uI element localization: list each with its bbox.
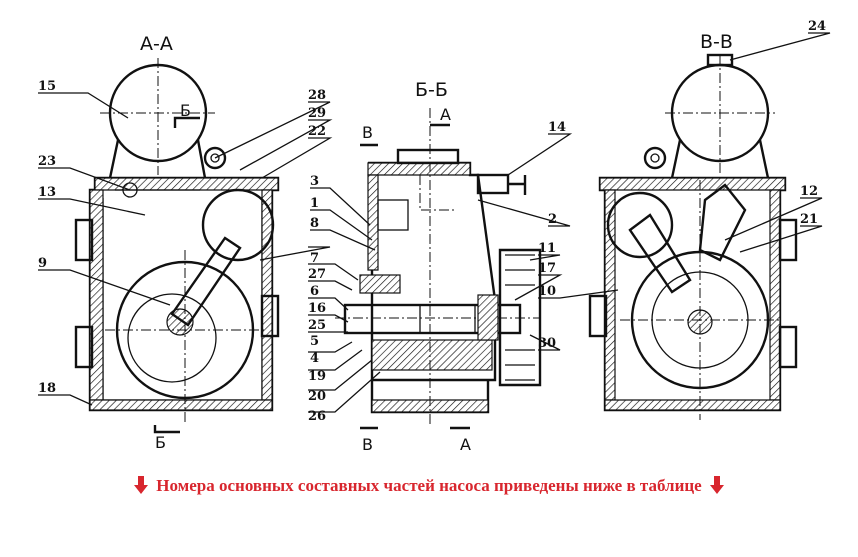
callout-labels: 15 23 13 9 18 28 29 22 3 1 8 7 27 6 16 2… bbox=[38, 19, 826, 424]
cut-mark-a-bottom: А bbox=[460, 435, 471, 454]
cut-mark-b-top: Б bbox=[180, 101, 191, 120]
callout-8: 8 bbox=[310, 216, 319, 231]
cut-mark-a-top: А bbox=[440, 105, 451, 124]
callout-19: 19 bbox=[308, 369, 326, 384]
callout-2: 2 bbox=[548, 212, 557, 227]
callout-13: 13 bbox=[38, 185, 56, 200]
callout-22: 22 bbox=[308, 124, 326, 139]
section-title-b-b: Б-Б bbox=[415, 79, 448, 101]
cut-mark-b-bottom: Б bbox=[155, 433, 166, 452]
callout-25: 25 bbox=[308, 318, 326, 333]
callout-14: 14 bbox=[548, 120, 566, 135]
callout-20: 20 bbox=[308, 389, 326, 404]
callout-3: 3 bbox=[310, 174, 319, 189]
caption-text: Номера основных составных частей насоса … bbox=[156, 476, 702, 495]
view-section-a-a: А-А Б bbox=[74, 33, 280, 452]
callout-30: 30 bbox=[538, 336, 556, 351]
arrow-down-icon bbox=[134, 476, 149, 494]
callout-12: 12 bbox=[800, 184, 818, 199]
caption-note: Номера основных составных частей насоса … bbox=[0, 476, 858, 496]
section-title-a-a: А-А bbox=[140, 33, 173, 55]
callout-10: 10 bbox=[538, 284, 556, 299]
callout-11: 11 bbox=[538, 241, 556, 256]
callout-28: 28 bbox=[308, 88, 326, 103]
callout-23: 23 bbox=[38, 154, 56, 169]
callout-1: 1 bbox=[310, 196, 319, 211]
callout-26: 26 bbox=[308, 409, 326, 424]
pump-technical-drawing: А-А Б bbox=[38, 19, 831, 454]
callout-18: 18 bbox=[38, 381, 56, 396]
callout-27: 27 bbox=[308, 267, 326, 282]
callout-4: 4 bbox=[310, 351, 319, 366]
arrow-down-icon bbox=[709, 476, 724, 494]
callout-17: 17 bbox=[538, 261, 556, 276]
callout-29: 29 bbox=[308, 106, 326, 121]
callout-5: 5 bbox=[310, 334, 319, 349]
section-title-v-v: В-В bbox=[700, 31, 733, 53]
view-section-v-v: В-В bbox=[588, 31, 798, 420]
callout-24: 24 bbox=[808, 19, 826, 34]
callout-7: 7 bbox=[310, 251, 319, 266]
cut-mark-v-bottom: В bbox=[362, 435, 373, 454]
leader-lines bbox=[38, 32, 831, 413]
callout-21: 21 bbox=[800, 212, 818, 227]
view-section-b-b: Б-Б В А В А bbox=[335, 79, 542, 454]
callout-15: 15 bbox=[38, 79, 56, 94]
callout-16: 16 bbox=[308, 301, 326, 316]
cut-mark-v-top: В bbox=[362, 123, 373, 142]
callout-6: 6 bbox=[310, 284, 319, 299]
callout-9: 9 bbox=[38, 256, 47, 271]
